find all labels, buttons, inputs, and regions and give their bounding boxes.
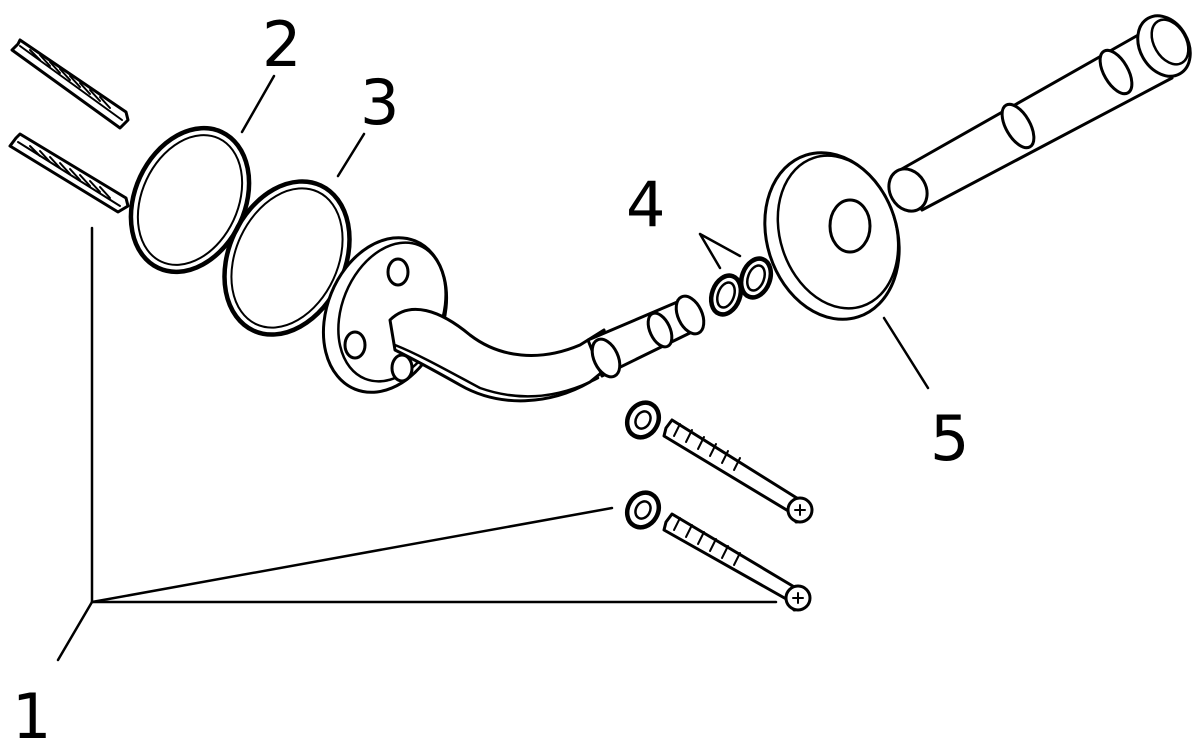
cover-disc-part-5	[763, 151, 901, 321]
arm-pin	[887, 14, 1192, 213]
washer-upper	[624, 400, 662, 440]
washer-lower	[624, 490, 662, 530]
small-rings-part-4	[708, 256, 774, 317]
hook-body	[321, 236, 706, 403]
leader-lines	[56, 74, 930, 662]
callout-1: 1	[12, 680, 51, 744]
wall-plug-upper	[10, 38, 130, 130]
callout-3: 3	[360, 66, 399, 139]
callout-5: 5	[930, 402, 969, 475]
o-ring-part-2	[128, 125, 252, 275]
screw-lower	[662, 512, 812, 612]
wall-plug-lower	[8, 132, 130, 214]
callout-4: 4	[626, 168, 665, 241]
screw-upper	[662, 418, 814, 524]
callout-2: 2	[262, 8, 301, 81]
